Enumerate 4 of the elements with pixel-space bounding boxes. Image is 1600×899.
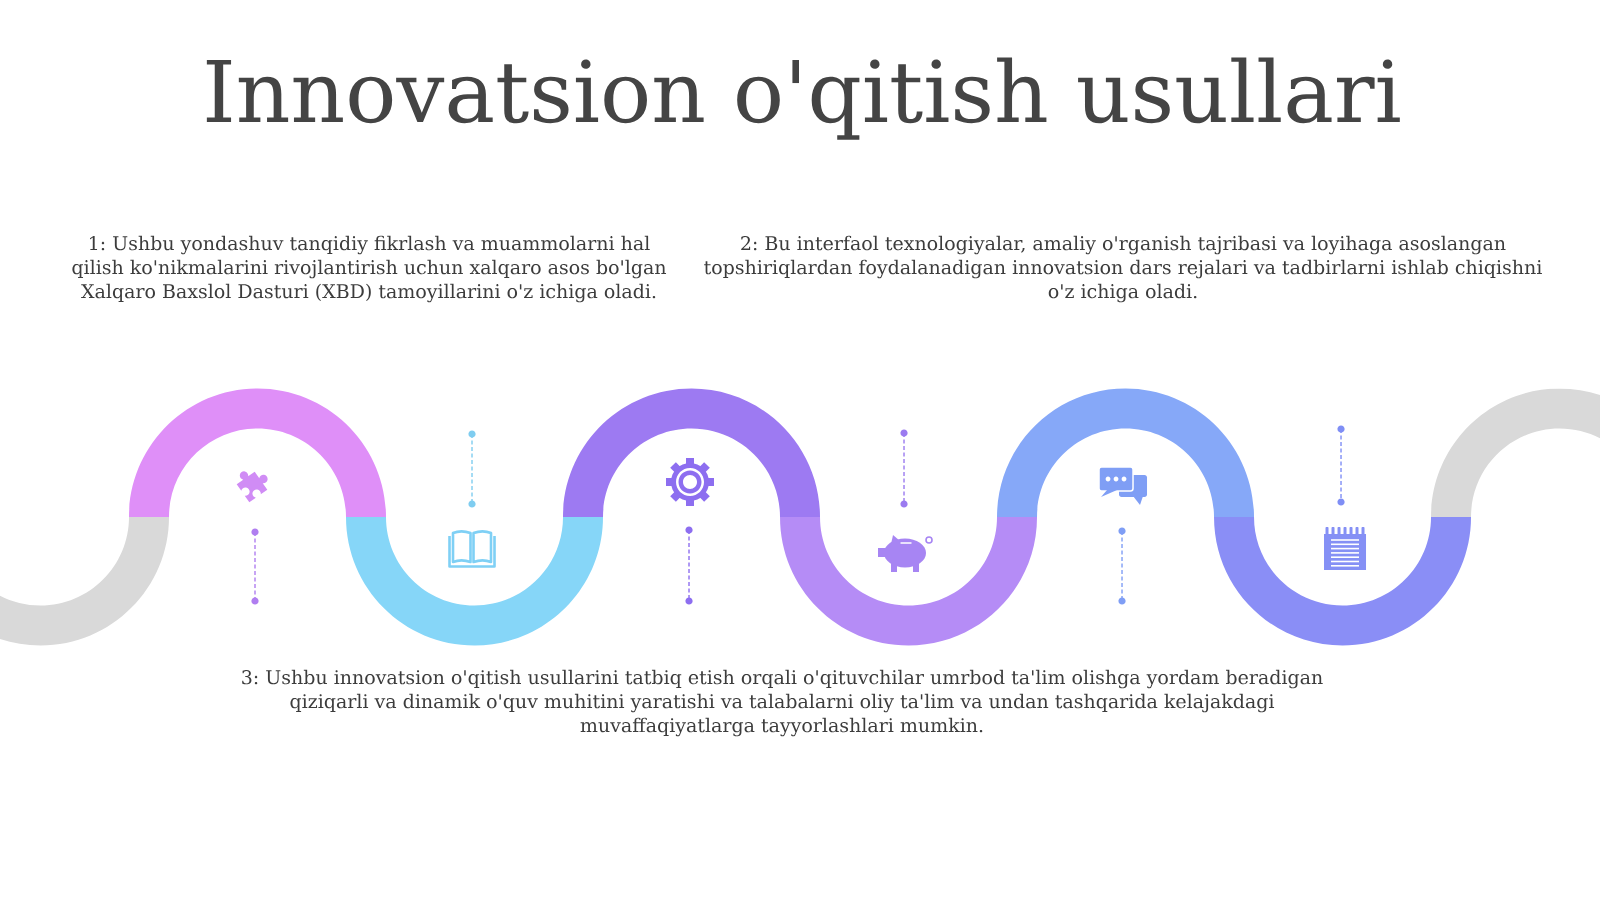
paragraph: 1: Ushbu yondashuv tanqidiy fikrlash va muammolarni hal qilish ko'nikmalarini rivojlantirish uchun xalqaro asos bo'lgan Xalqaro Baxslol Dasturi (XBD) tamoyillarini o'z ichiga oladi. (72, 235, 667, 303)
paragraph: 2: Bu interfaol texnologiyalar, amaliy o'rganish tajribasi va loyihaga asoslangan topshiriqlardan foydalanadigan innovatsion dars rejalari va tadbirlarni ishlab chiqishni o'z ichiga oladi. (704, 235, 1542, 303)
paragraph: 3: Ushbu innovatsion o'qitish usullarini tatbiq etish orqali o'qituvchilar umrbod ta'lim olishga yordam beradigan qiziqarli va dinamik o'quv muhitini yaratishi va talabalarni oliy ta'lim va undan tashqarida kelajakdagi muvaffaqiyatlarga tayyorlashlari mumkin. (242, 669, 1323, 737)
title: Innovatsion o'qitish usullari (206, 57, 1400, 140)
